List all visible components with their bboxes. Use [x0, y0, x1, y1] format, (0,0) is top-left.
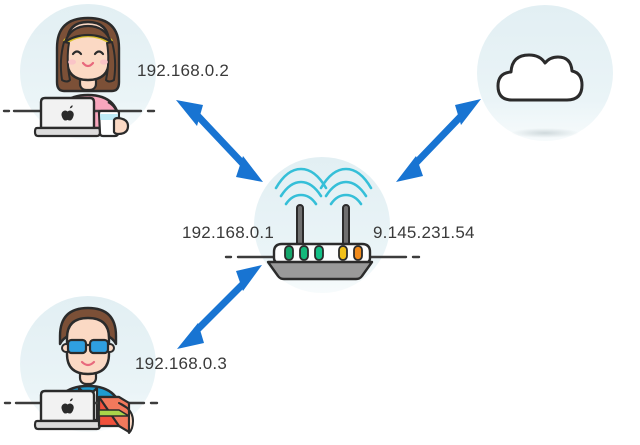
arrow-head-lower-left — [177, 323, 204, 349]
arrow-shaft — [193, 279, 248, 334]
router-base — [266, 260, 374, 281]
arrow-head-upper-left — [176, 100, 203, 126]
cup-liquid-band — [100, 114, 118, 120]
laptop-top — [33, 96, 102, 138]
cloud-shadow — [511, 128, 579, 138]
ip-label-router-wan: 9.145.231.54 — [373, 223, 475, 242]
cheek-right — [100, 59, 108, 65]
cheek-left — [68, 59, 76, 65]
books-stack — [97, 395, 134, 434]
arrow-head-upper-right — [236, 265, 262, 291]
eye-right — [93, 50, 105, 56]
mouth — [80, 360, 96, 367]
wifi-signal-left-icon — [274, 167, 328, 206]
lens-right — [88, 338, 110, 355]
book-pages — [118, 402, 134, 434]
ip-label-workstation-top: 192.168.0.2 — [137, 61, 230, 80]
apple-body — [61, 403, 74, 414]
laptop-base — [33, 419, 102, 431]
arrow-shaft — [411, 111, 466, 168]
arrow-router-cloud[interactable] — [396, 99, 481, 182]
apple-leaf — [69, 105, 73, 109]
arrow-head-lower-right — [236, 156, 263, 182]
cloud-icon — [496, 53, 584, 102]
arrow-head-upper-right — [455, 99, 481, 125]
hand — [112, 116, 130, 136]
mouth — [81, 61, 95, 68]
router-led-1 — [284, 245, 294, 261]
router-led-4 — [338, 245, 348, 261]
apple-logo-icon — [61, 398, 74, 414]
router-led-3 — [314, 245, 324, 261]
apple-leaf — [69, 398, 73, 402]
cup-and-hand — [97, 109, 130, 138]
cloud-group[interactable] — [477, 5, 613, 141]
lens-left — [66, 338, 88, 355]
laptop-base — [33, 126, 102, 138]
workstation-top-group[interactable] — [2, 4, 156, 140]
router-led-2 — [299, 245, 309, 261]
arrow-pc-bottom-router[interactable] — [177, 265, 262, 349]
apple-body — [61, 110, 74, 121]
ip-label-workstation-bottom: 192.168.0.3 — [135, 354, 228, 373]
apple-logo-icon — [61, 105, 74, 121]
workstation-bottom-group[interactable] — [3, 296, 159, 434]
wifi-signal-right-icon — [319, 167, 373, 206]
arrow-shaft — [193, 111, 248, 169]
ip-label-router-lan: 192.168.0.1 — [182, 223, 275, 242]
arrow-pc-top-router[interactable] — [176, 100, 263, 182]
hair-side-right — [105, 41, 117, 83]
arrow-head-lower-left — [396, 156, 423, 182]
hair-side-left — [59, 41, 71, 83]
glasses-icon — [66, 338, 110, 355]
eye-left — [71, 50, 83, 56]
laptop-bottom — [33, 389, 102, 431]
router-led-5 — [353, 245, 363, 261]
router-group[interactable] — [224, 157, 421, 293]
